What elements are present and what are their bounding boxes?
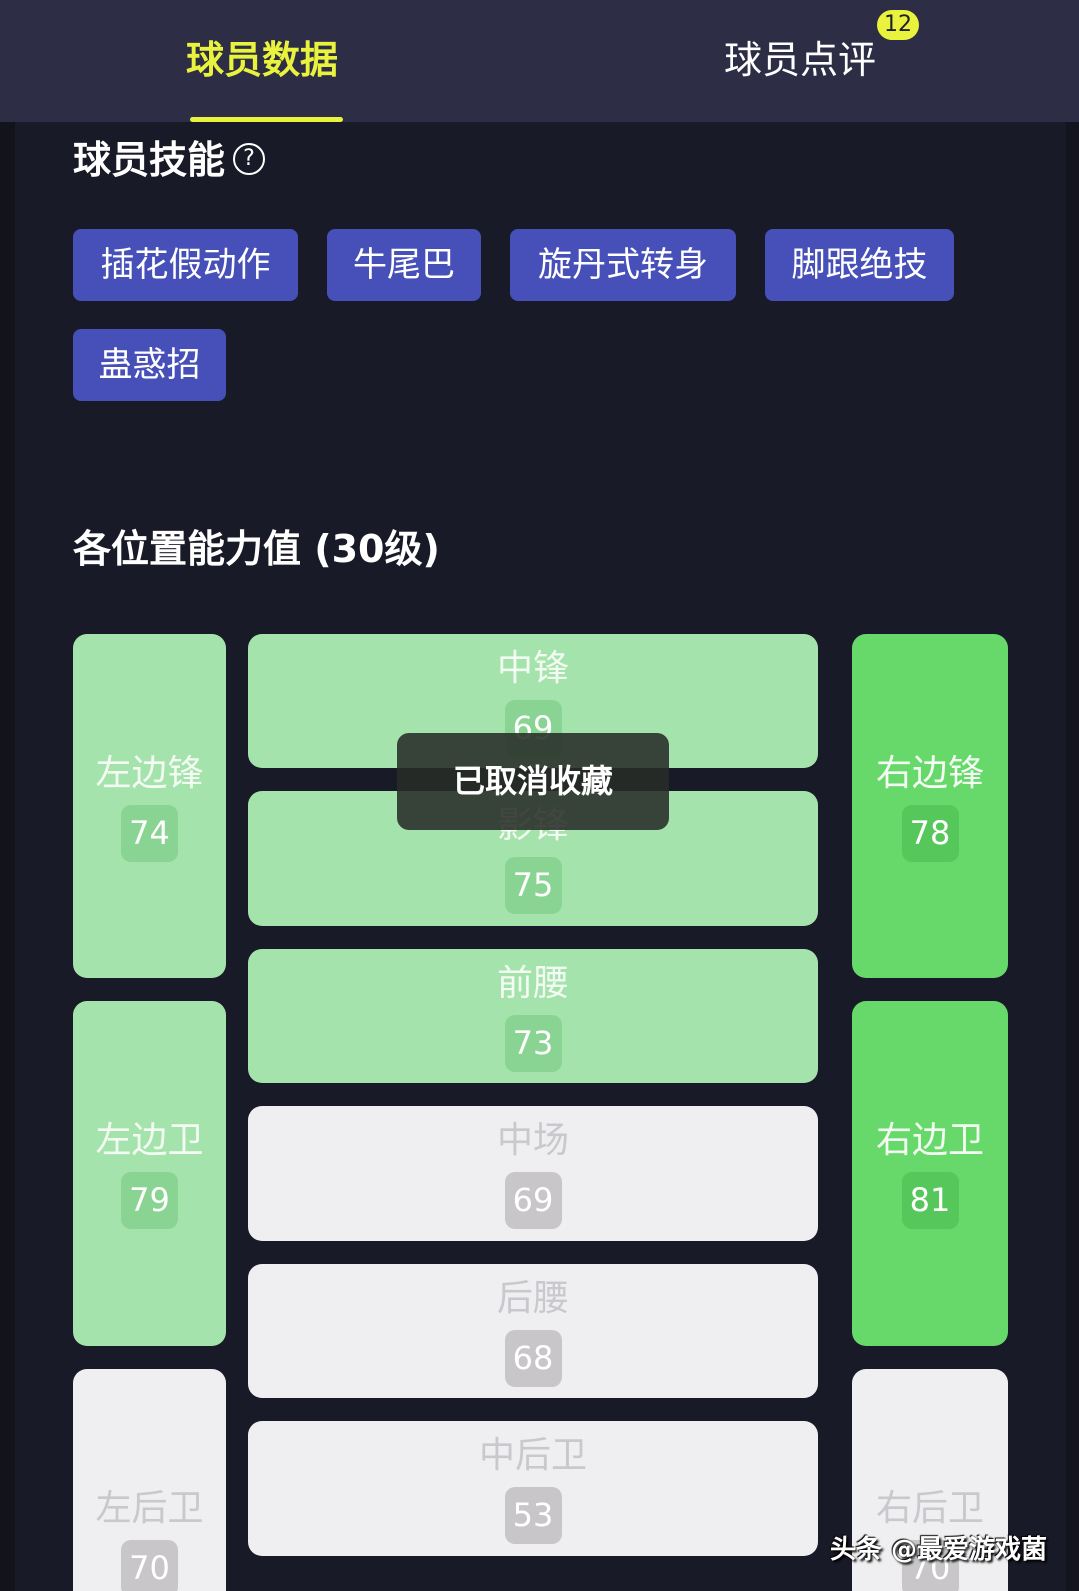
tab-player-data[interactable]: 球员数据 [185, 38, 338, 82]
position-value: 70 [121, 1540, 178, 1591]
skill-chip[interactable]: 插花假动作 [73, 229, 298, 301]
position-label: 中场 [496, 1120, 569, 1161]
tab-bar: 球员数据 球员点评 12 [0, 0, 1079, 122]
ability-section-title: 各位置能力值 (30级) [73, 527, 440, 571]
position-card-cm[interactable]: 中场 69 [248, 1106, 818, 1241]
position-label: 中锋 [496, 647, 569, 689]
skills-title-text: 球员技能 [73, 138, 226, 182]
position-label: 右边锋 [875, 752, 984, 794]
toast-message: 已取消收藏 [397, 733, 669, 830]
position-card-rw[interactable]: 右边锋 78 [852, 634, 1008, 978]
position-card-cam[interactable]: 前腰 73 [248, 949, 818, 1083]
position-card-rb[interactable]: 右边卫 81 [852, 1001, 1008, 1346]
skill-chip[interactable]: 牛尾巴 [327, 229, 481, 301]
position-card-lw[interactable]: 左边锋 74 [73, 634, 226, 978]
skill-chip[interactable]: 脚跟绝技 [765, 229, 954, 301]
position-value: 75 [504, 857, 562, 914]
position-value: 81 [901, 1172, 959, 1229]
active-tab-indicator [190, 117, 343, 122]
position-label: 左后卫 [95, 1488, 204, 1529]
position-label: 左边锋 [95, 752, 204, 794]
position-label: 右后卫 [875, 1488, 984, 1529]
position-label: 后腰 [496, 1277, 569, 1319]
position-value: 78 [901, 804, 959, 862]
position-value: 73 [504, 1014, 562, 1072]
position-label: 左边卫 [95, 1120, 204, 1161]
position-card-cb[interactable]: 中后卫 53 [248, 1421, 818, 1556]
position-value: 70 [901, 1540, 959, 1591]
skill-chip[interactable]: 旋丹式转身 [510, 229, 736, 301]
position-value: 69 [504, 1172, 562, 1229]
position-value: 79 [121, 1172, 178, 1229]
watermark: 头条 @最爱游戏菌 [830, 1535, 1048, 1565]
help-icon[interactable]: ? [233, 142, 266, 175]
position-value: 53 [504, 1487, 562, 1544]
position-value: 68 [504, 1329, 562, 1387]
position-label: 前腰 [496, 962, 569, 1004]
position-card-lwb[interactable]: 左后卫 70 [73, 1369, 226, 1591]
position-label: 右边卫 [875, 1120, 984, 1161]
position-card-lb[interactable]: 左边卫 79 [73, 1001, 226, 1346]
skill-chip[interactable]: 蛊惑招 [73, 329, 226, 401]
right-edge [1066, 122, 1079, 1591]
position-label: 中后卫 [478, 1435, 587, 1476]
position-value: 74 [121, 804, 178, 862]
position-card-rwb[interactable]: 右后卫 70 [852, 1369, 1008, 1591]
left-edge [0, 122, 15, 1591]
review-count-badge: 12 [877, 10, 919, 40]
tab-player-review[interactable]: 球员点评 [723, 38, 876, 82]
skills-section-title: 球员技能? [73, 135, 266, 185]
position-card-cdm[interactable]: 后腰 68 [248, 1264, 818, 1398]
